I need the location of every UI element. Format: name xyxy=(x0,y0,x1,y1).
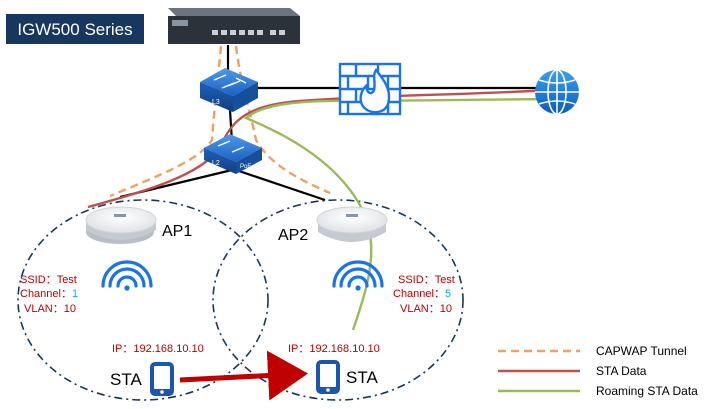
ap1-channel-label: Channel： xyxy=(20,288,72,300)
ap2-vlan-value: 10 xyxy=(440,303,452,315)
l3-switch-label: L3 xyxy=(212,99,220,106)
firewall-flame xyxy=(359,67,391,114)
ap1-info: SSID：Test Channel：1 VLAN：10 xyxy=(20,274,78,315)
l2-switch-top xyxy=(204,134,262,162)
ap2-info: SSID：Test Channel：5 VLAN：10 xyxy=(393,274,455,315)
sta2-phone-icon xyxy=(316,360,340,394)
ap2-device-icon xyxy=(316,206,388,242)
ap2-channel-label: Channel： xyxy=(393,288,445,300)
ap1-vlan-label: VLAN： xyxy=(24,303,64,315)
ap2-coverage-circle xyxy=(212,199,464,401)
ap2-ssid-label: SSID： xyxy=(398,274,435,286)
ap1-channel-line: Channel：1 xyxy=(20,288,78,300)
firewall-icon xyxy=(338,62,402,116)
sta1-label: STA xyxy=(110,370,142,389)
ap1-wifi-icon xyxy=(101,260,153,291)
sta1-ip: IP：192.168.10.10 xyxy=(112,343,204,355)
l2-switch-right xyxy=(236,148,262,174)
l3-switch-top xyxy=(200,68,258,96)
roaming-arrow xyxy=(179,350,308,401)
gateway-device xyxy=(168,8,300,44)
sta2-ip: IP：192.168.10.10 xyxy=(288,343,380,355)
capwap-path-ap1 xyxy=(109,45,223,198)
ap1-vlan-value: 10 xyxy=(64,303,76,315)
ap2-label: AP2 xyxy=(278,227,308,244)
wired-links xyxy=(119,45,548,202)
title-box: IGW500 Series xyxy=(6,14,144,44)
ap2-wifi-icon xyxy=(332,260,384,291)
ap2-channel-value: 5 xyxy=(445,288,451,300)
sta1-phone-icon xyxy=(150,362,174,396)
ap1-coverage-circle xyxy=(17,199,269,401)
l2-poe-switch-icon: L2 PoE xyxy=(204,134,262,174)
ap1-vlan-line: VLAN：10 xyxy=(24,303,76,315)
l3-switch-icon: L3 xyxy=(200,68,258,112)
sta2-label: STA xyxy=(346,368,378,387)
ap2-channel-line: Channel：5 xyxy=(393,288,451,300)
ap2-vlan-label: VLAN： xyxy=(400,303,440,315)
legend: CAPWAP Tunnel STA Data Roaming STA Data xyxy=(498,344,698,398)
l2-switch-label: L2 xyxy=(212,160,220,167)
link-l2-ap2 xyxy=(235,168,326,202)
legend-sta-data-label: STA Data xyxy=(596,364,647,378)
internet-globe-icon xyxy=(535,69,579,115)
ap2-ssid-line: SSID：Test xyxy=(398,274,455,286)
gateway-ports xyxy=(212,30,285,35)
ap1-ssid-line: SSID：Test xyxy=(20,274,77,286)
gateway-top xyxy=(168,8,300,16)
ap1-ssid-label: SSID： xyxy=(20,274,57,286)
l3-switch-left xyxy=(200,82,233,112)
l2-switch-poe-label: PoE xyxy=(240,164,251,170)
title-background xyxy=(6,14,144,44)
ap1-channel-value: 1 xyxy=(72,288,78,300)
ap1-device-icon xyxy=(85,206,157,244)
ap2-ssid-value: Test xyxy=(435,274,455,286)
legend-capwap-label: CAPWAP Tunnel xyxy=(596,344,687,358)
sta-data-path xyxy=(87,88,554,209)
diagram-title: IGW500 Series xyxy=(17,20,132,39)
l2-switch-left xyxy=(204,148,236,174)
gateway-logo xyxy=(172,20,188,26)
ap1-label: AP1 xyxy=(162,223,192,240)
l3-switch-right xyxy=(233,82,258,112)
ap2-vlan-line: VLAN：10 xyxy=(400,303,452,315)
legend-roaming-label: Roaming STA Data xyxy=(596,384,698,398)
ap1-ssid-value: Test xyxy=(57,274,77,286)
